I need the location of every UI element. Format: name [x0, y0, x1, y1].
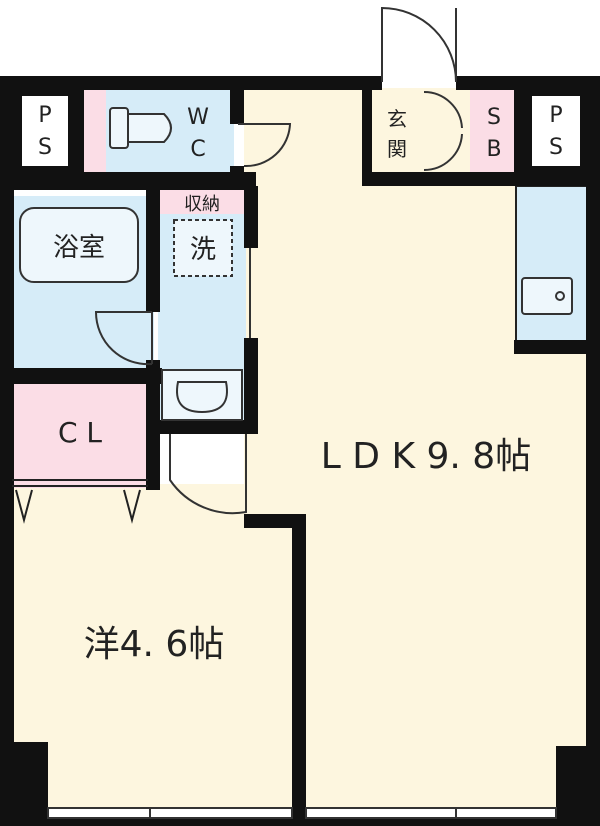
western-room-floor [12, 484, 300, 810]
shoe-box [470, 88, 518, 174]
sink-icon [521, 277, 573, 315]
kitchen-counter [515, 185, 589, 343]
bathtub-icon [19, 207, 139, 283]
sb-label-s: S [487, 105, 501, 130]
closet-label: C L [58, 416, 102, 449]
genkan-label-1: 玄 [387, 107, 407, 131]
western-room-door [169, 434, 247, 515]
wc-door [238, 123, 292, 168]
wc-label-c: C [190, 137, 205, 162]
western-room-label: 洋4. 6帖 [84, 624, 225, 665]
washer-label: 洗 [190, 235, 216, 265]
ps-left-text-s: S [38, 135, 52, 160]
ps-left-box [22, 96, 68, 166]
storage-shelf [160, 190, 244, 214]
toilet-icon [109, 107, 172, 149]
wc-storage [82, 88, 106, 172]
ps-right-label-p: P [549, 103, 562, 128]
washing-machine-icon [173, 219, 233, 277]
ps-left-text-p: P [38, 103, 51, 128]
sb-label-b: B [486, 137, 501, 162]
ps-right-label-s: S [549, 135, 563, 160]
genkan-step [423, 90, 463, 172]
walls [0, 76, 600, 826]
wc-label-w: W [187, 105, 209, 130]
ldk-label: L D K 9. 8帖 [321, 436, 531, 477]
bathroom-label: 浴室 [53, 233, 105, 263]
storage-label: 収納 [184, 194, 220, 215]
ps-right-box [532, 96, 580, 166]
entrance-door [381, 6, 457, 87]
window-bottom [47, 807, 557, 819]
genkan-label-2: 関 [387, 137, 407, 161]
washbasin-icon [161, 369, 243, 421]
bathroom-door [94, 311, 153, 366]
closet-floor [12, 384, 148, 488]
closet-door-track [12, 479, 148, 524]
